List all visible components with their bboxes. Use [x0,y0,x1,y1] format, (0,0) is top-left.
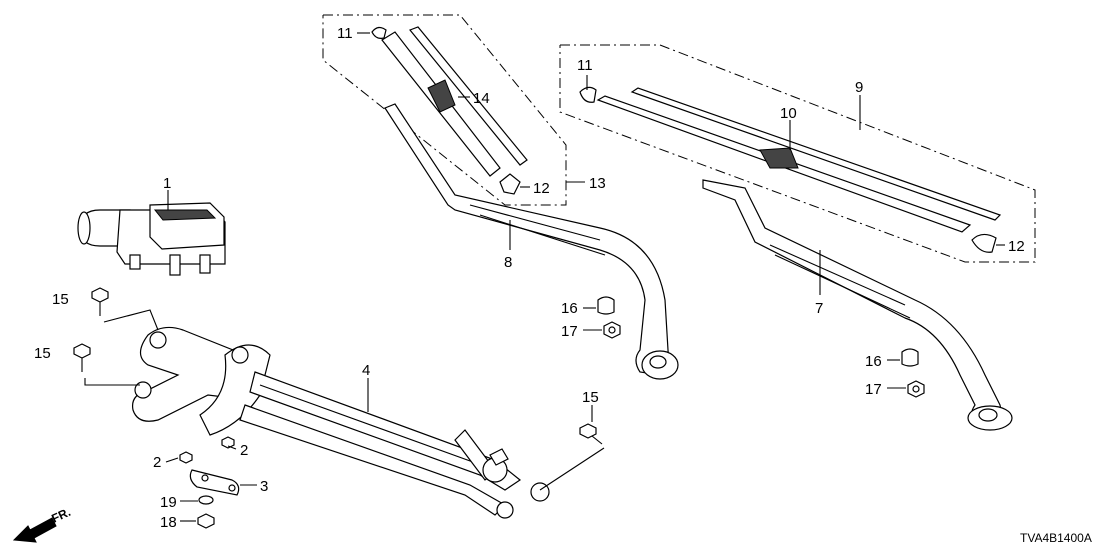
callout-11: 11 [577,57,593,74]
callout-8: 8 [504,254,512,271]
right-wiper-blade [579,86,1002,253]
callout-3: 3 [260,478,268,495]
callout-15: 15 [34,345,51,362]
callout-17: 17 [561,323,578,340]
front-label: FR. [49,505,72,526]
right-blade-group-box [559,44,1036,263]
diagram-code: TVA4B1400A [1020,531,1092,545]
callout-13: 13 [589,175,606,192]
callout-4: 4 [362,362,370,379]
callout-9: 9 [855,79,863,96]
callout-10: 10 [780,105,797,122]
right-wiper-arm [702,179,1013,431]
callout-15: 15 [52,291,69,308]
callout-14: 14 [473,90,490,107]
callout-17: 17 [865,381,882,398]
front-direction-arrow: FR. [12,505,73,543]
callout-18: 18 [160,514,177,531]
left-wiper-blade [371,26,528,195]
callout-2: 2 [240,442,248,459]
callout-11: 11 [337,25,353,42]
callout-15: 15 [582,389,599,406]
arrow-icon [12,517,57,543]
callout-12: 12 [1008,238,1025,255]
leader-lines [165,32,1005,522]
callout-16: 16 [561,300,578,317]
callout-16: 16 [865,353,882,370]
wiper-motor [77,202,226,276]
wiper-linkage [131,326,550,519]
callout-2: 2 [153,454,161,471]
cap-and-nut-parts [597,296,925,398]
bolts [73,287,605,491]
small-fasteners [179,436,240,529]
left-blade-group-box [322,14,585,206]
callout-7: 7 [815,300,823,317]
callout-12: 12 [533,180,550,197]
callout-19: 19 [160,494,177,511]
callout-labels: 1 2 2 3 4 7 8 9 10 11 11 12 12 13 14 15 … [34,25,1025,531]
callout-1: 1 [163,175,171,192]
left-wiper-arm [384,103,679,380]
